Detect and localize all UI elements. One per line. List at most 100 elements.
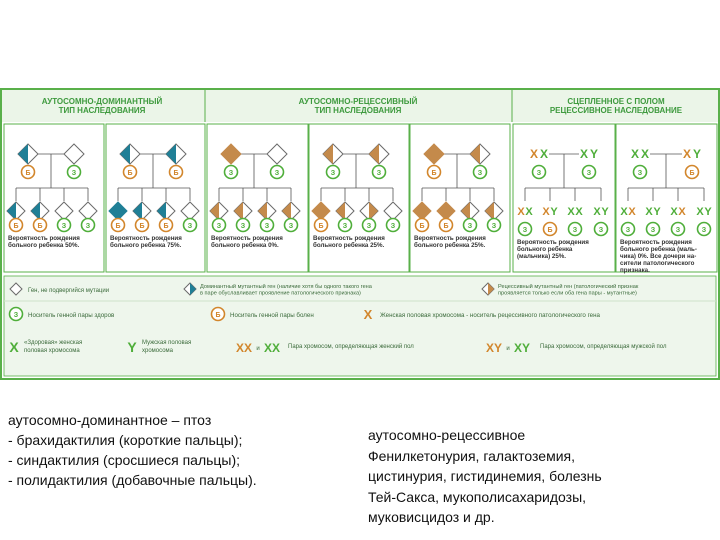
carrier-badge: [361, 217, 377, 233]
carrier-badge-letter: Б: [431, 170, 436, 177]
carrier-badge-letter: Б: [419, 223, 424, 230]
carrier-badge-letter: З: [599, 227, 604, 234]
carrier-badge-letter: Б: [127, 170, 132, 177]
pedigree-panel: [512, 123, 616, 273]
legend-panel: [3, 275, 717, 377]
diamond-half: [210, 202, 219, 220]
carrier-badge-letter: З: [626, 227, 631, 234]
carrier-badge: [168, 164, 184, 180]
chromosome-glyph: X: [641, 147, 649, 161]
chromosome-glyph: X: [683, 147, 691, 161]
legend-recessive-gene: проявляется только если оба гена пары - …: [498, 291, 637, 297]
carrier-badge: [122, 164, 138, 180]
carrier-badge: [66, 164, 82, 180]
diamond-icon: [359, 201, 379, 221]
carrier-badge: [313, 217, 329, 233]
carrier-badge: [223, 164, 239, 180]
carrier-badge: [134, 217, 150, 233]
diamond-icon: [119, 143, 141, 165]
carrier-badge-letter: З: [537, 170, 542, 177]
chromosome-glyph: XY: [486, 341, 502, 355]
header-band: [2, 90, 718, 122]
text-line: аутосомно-рецессивное: [368, 427, 526, 443]
recessive-gene-icon: [481, 282, 495, 296]
carrier-badge: [531, 164, 547, 180]
diamond-half: [282, 202, 291, 220]
chromosome-glyph: X: [517, 206, 525, 218]
carrier-badge: [56, 217, 72, 233]
diamond-outline: [63, 143, 85, 165]
probability-caption: Вероятность рождения: [414, 235, 486, 242]
diamond-icon: [281, 201, 301, 221]
carrier-badge-letter: Б: [13, 223, 18, 230]
carrier-badge: [472, 164, 488, 180]
carrier-badge-letter: З: [391, 223, 396, 230]
carrier-badge-letter: З: [275, 170, 280, 177]
carrier-badge-letter: З: [62, 223, 67, 230]
chromosome-glyph: Y: [693, 147, 701, 161]
carrier-badge-letter: З: [638, 170, 643, 177]
chromosome-glyph: Y: [704, 206, 712, 218]
chromosome-glyph: X: [542, 206, 550, 218]
carrier-badge-letter: З: [492, 223, 497, 230]
chromosome-glyph: X: [580, 147, 588, 161]
diamond-half: [323, 144, 333, 164]
probability-caption: Вероятность рождения: [620, 239, 692, 246]
carrier-badge: [325, 164, 341, 180]
header-recessive: АУТОСОМНО-РЕЦЕССИВНЫЙ: [299, 97, 418, 106]
carrier-badge: [696, 221, 712, 237]
diamond-icon: [368, 143, 390, 165]
carrier-badge: [110, 217, 126, 233]
text-line: Фенилкетонурия, галактоземия,: [368, 447, 576, 464]
carrier-badge-letter: З: [651, 227, 656, 234]
recessive-examples-text: аутосомно-рецессивное Фенилкетонурия, га…: [368, 425, 708, 528]
pedigree-panel: [308, 123, 410, 273]
probability-caption: больного ребенка 25%.: [313, 242, 384, 249]
probability-caption: Вероятность рождения: [211, 235, 283, 242]
carrier-badge-letter: З: [229, 170, 234, 177]
legend-healthy-carrier: Носитель генной пары здоров: [28, 312, 115, 319]
diamond-icon: [423, 143, 445, 165]
text-line: цистинурия, гистидинемия, болезнь: [368, 468, 602, 484]
probability-caption: больного ребенка (маль-: [620, 246, 697, 253]
chromosome-glyph: X: [9, 339, 19, 355]
probability-caption: больного ребенка 0%.: [211, 242, 279, 249]
diamond-icon: [220, 143, 242, 165]
carrier-badge: [385, 217, 401, 233]
chromosome-glyph: XY: [514, 341, 530, 355]
carrier-badge: [670, 221, 686, 237]
carrier-badge-letter: Б: [115, 223, 120, 230]
chromosome-glyph: X: [631, 147, 639, 161]
carrier-badge: [462, 217, 478, 233]
carrier-badge: [632, 164, 648, 180]
carrier-badge: [259, 217, 275, 233]
probability-caption: Вероятность рождения: [8, 235, 80, 242]
legend-x-carrier: Женская половая хромосома - носитель рец…: [380, 312, 601, 319]
diamond-half: [470, 144, 480, 164]
carrier-badge: [20, 164, 36, 180]
carrier-badge-letter: Б: [215, 312, 220, 319]
legend-female-pair: Пара хромосом, определяющая женский пол: [288, 343, 414, 350]
carrier-badge: [414, 217, 430, 233]
header-dominant: АУТОСОМНО-ДОМИНАНТНЫЙ: [42, 97, 163, 106]
diamond-icon: [209, 201, 229, 221]
carrier-badge: [80, 217, 96, 233]
diamond-half: [258, 202, 267, 220]
carrier-badge-letter: З: [367, 223, 372, 230]
carrier-badge-letter: З: [478, 170, 483, 177]
diamond-half: [488, 283, 494, 295]
carrier-badge: [645, 221, 661, 237]
carrier-badge-letter: Б: [139, 223, 144, 230]
text-line: аутосомно-доминантное – птоз: [8, 412, 212, 428]
diamond-half: [234, 202, 243, 220]
pedigree-panel: [105, 123, 206, 273]
carrier-badge: [438, 217, 454, 233]
header-linked: РЕЦЕССИВНОЕ НАСЛЕДОВАНИЕ: [550, 106, 683, 115]
chromosome-glyph: X: [567, 206, 575, 218]
pedigree-panel: [409, 123, 511, 273]
diamond-half: [485, 202, 494, 220]
diamond-outline: [266, 143, 288, 165]
probability-caption: признака.: [620, 267, 650, 274]
diamond-fill: [423, 143, 445, 165]
carrier-badge-letter: З: [331, 170, 336, 177]
